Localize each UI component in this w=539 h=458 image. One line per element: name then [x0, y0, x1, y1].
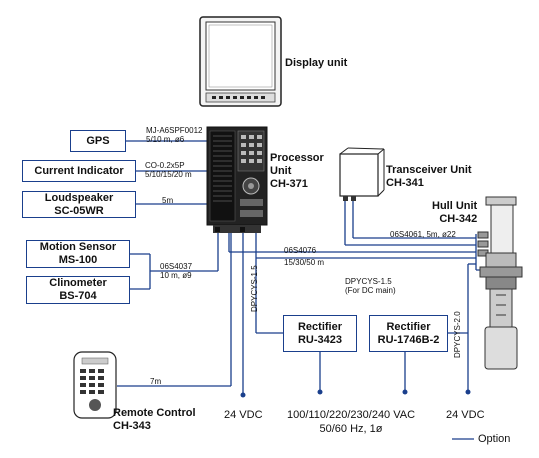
motion-sensor-box: Motion Sensor MS-100	[26, 240, 130, 268]
processor-power-cable-label: DPYCYS-1.5	[250, 265, 259, 312]
ac-power-label: 100/110/220/230/240 VAC 50/60 Hz, 1ø	[287, 409, 416, 435]
motion-cable-label: 06S4037 10 m, ø9	[160, 262, 193, 280]
option-legend-label: Option	[478, 433, 511, 445]
hull-power-cable-label: DPYCYS-2.0	[453, 311, 462, 358]
clinometer-box: Clinometer BS-704	[26, 276, 130, 304]
current-cable-label: CO-0.2x5P 5/10/15/20 m	[145, 161, 192, 179]
hull-dc-power-label: 24 VDC	[446, 409, 485, 421]
dc-power-label: 24 VDC	[224, 409, 263, 421]
display-unit-label: Display unit	[285, 57, 348, 69]
hull-main-cable-label: 06S4076 15/30/50 m	[284, 246, 325, 267]
transceiver-unit-icon	[339, 147, 385, 201]
rectifier-ru1746b2-box: Rectifier RU-1746B-2	[369, 315, 448, 352]
loudspeaker-cable-label: 5m	[162, 196, 174, 205]
current-indicator-box: Current Indicator	[22, 160, 136, 182]
display-unit-icon	[199, 16, 282, 107]
processor-unit-label: Processor Unit CH-371	[270, 152, 324, 190]
hull-unit-label: Hull Unit CH-342	[432, 200, 478, 225]
gps-cable-label: MJ-A6SPF0012 5/10 m, ø6	[146, 126, 203, 144]
gps-box: GPS	[70, 130, 126, 152]
remote-cable-label: 7m	[150, 377, 162, 386]
remote-control-icon	[73, 351, 117, 419]
transceiver-hull-cable-label: 06S4061, 5m, ø22	[390, 230, 456, 239]
processor-unit-icon	[206, 126, 268, 233]
remote-control-label: Remote Control CH-343	[113, 407, 196, 432]
dc-main-cable-label: DPYCYS-1.5 (For DC main)	[345, 277, 396, 295]
loudspeaker-box: Loudspeaker SC-05WR	[22, 191, 136, 218]
transceiver-unit-label: Transceiver Unit CH-341	[386, 164, 472, 189]
hull-unit-icon	[477, 196, 523, 370]
rectifier-ru3423-box: Rectifier RU-3423	[283, 315, 357, 352]
